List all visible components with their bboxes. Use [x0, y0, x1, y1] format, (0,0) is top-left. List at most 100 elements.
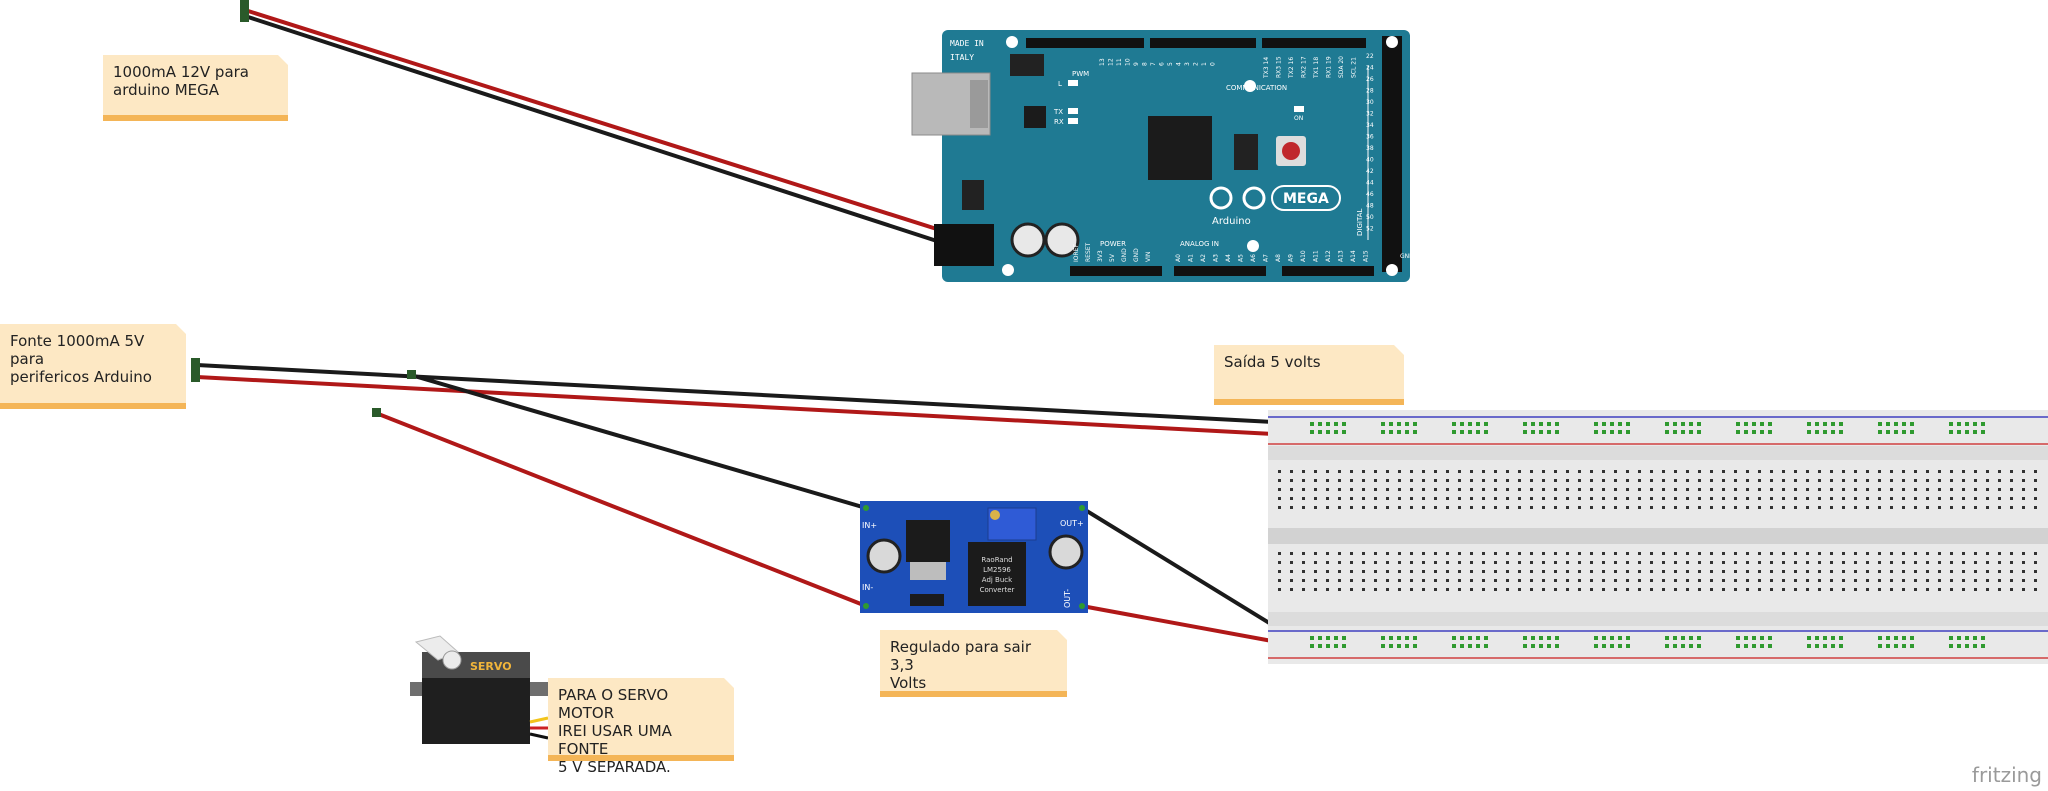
- terminal-hole: [1494, 570, 1497, 573]
- terminal-hole: [1314, 570, 1317, 573]
- terminal-hole: [1638, 506, 1641, 509]
- pin-label: A6: [1250, 254, 1257, 262]
- terminal-hole: [1614, 479, 1617, 482]
- terminal-hole: [1326, 561, 1329, 564]
- terminal-hole: [1290, 497, 1293, 500]
- pin-label: SCL 21: [1351, 57, 1358, 78]
- rail-hole: [1342, 636, 1346, 640]
- terminal-hole: [1962, 552, 1965, 555]
- terminal-hole: [1386, 497, 1389, 500]
- rail-hole: [1381, 430, 1385, 434]
- terminal-hole: [1542, 561, 1545, 564]
- rail-hole: [1381, 422, 1385, 426]
- rail-hole: [1539, 644, 1543, 648]
- terminal-hole: [1758, 506, 1761, 509]
- terminal-hole: [1806, 570, 1809, 573]
- rail-hole: [1760, 644, 1764, 648]
- rail-hole: [1752, 430, 1756, 434]
- pin-label: 13: [1099, 58, 1106, 66]
- terminal-hole: [1770, 561, 1773, 564]
- rail-hole: [1768, 644, 1772, 648]
- rail-hole: [1626, 422, 1630, 426]
- rail-hole: [1389, 636, 1393, 640]
- terminal-hole: [1950, 588, 1953, 591]
- terminal-hole: [1986, 561, 1989, 564]
- terminal-hole: [1734, 470, 1737, 473]
- pwm-header-2: [1150, 38, 1256, 48]
- note-peripheral-power: Fonte 1000mA 5V para perifericos Arduino: [0, 324, 186, 409]
- terminal-hole: [1410, 488, 1413, 491]
- terminal-hole: [1602, 488, 1605, 491]
- terminal-hole: [1590, 561, 1593, 564]
- terminal-hole: [1710, 506, 1713, 509]
- terminal-hole: [1746, 570, 1749, 573]
- rail-hole: [1523, 430, 1527, 434]
- terminal-hole: [1914, 588, 1917, 591]
- terminal-hole: [1314, 470, 1317, 473]
- rail-hole: [1752, 422, 1756, 426]
- pin-label: 4: [1176, 62, 1183, 66]
- terminal-hole: [1530, 479, 1533, 482]
- rail-hole: [1610, 636, 1614, 640]
- terminal-hole: [1338, 479, 1341, 482]
- terminal-hole: [1506, 552, 1509, 555]
- reset-button[interactable]: [1282, 142, 1300, 160]
- terminal-hole: [1650, 552, 1653, 555]
- regulator-pad-out-minus: [1079, 603, 1085, 609]
- terminal-hole: [1938, 506, 1941, 509]
- terminal-hole: [1338, 488, 1341, 491]
- terminal-hole: [1938, 570, 1941, 573]
- terminal-hole: [1878, 497, 1881, 500]
- terminal-hole: [1554, 561, 1557, 564]
- rail-hole: [1681, 644, 1685, 648]
- terminal-hole: [1962, 470, 1965, 473]
- terminal-hole: [1374, 579, 1377, 582]
- terminal-hole: [1758, 588, 1761, 591]
- pin-label: TX3 14: [1263, 57, 1270, 79]
- regulator-pad-in-minus: [863, 603, 869, 609]
- terminal-hole: [1854, 570, 1857, 573]
- fritzing-watermark: fritzing: [1971, 763, 2042, 787]
- terminal-hole: [1998, 488, 2001, 491]
- rail-hole: [1839, 422, 1843, 426]
- terminal-hole: [1278, 579, 1281, 582]
- rail-hole: [1957, 422, 1961, 426]
- rail-hole: [1397, 636, 1401, 640]
- terminal-hole: [1974, 506, 1977, 509]
- terminal-hole: [2010, 497, 2013, 500]
- terminal-hole: [1650, 588, 1653, 591]
- rail-hole: [1310, 636, 1314, 640]
- terminal-hole: [1794, 497, 1797, 500]
- terminal-hole: [1278, 488, 1281, 491]
- terminal-hole: [1902, 579, 1905, 582]
- voltage-regulator: [962, 180, 984, 210]
- terminal-hole: [1290, 506, 1293, 509]
- pin-label: A9: [1288, 254, 1295, 262]
- rail-hole: [1476, 644, 1480, 648]
- rail-hole: [1531, 644, 1535, 648]
- rail-hole: [1397, 644, 1401, 648]
- terminal-hole: [1434, 561, 1437, 564]
- terminal-hole: [1998, 497, 2001, 500]
- terminal-hole: [1674, 470, 1677, 473]
- terminal-hole: [1818, 588, 1821, 591]
- rail-hole: [1405, 430, 1409, 434]
- rail-hole: [1894, 422, 1898, 426]
- terminal-hole: [1470, 588, 1473, 591]
- terminal-hole: [2034, 497, 2037, 500]
- arduino-logo-right: [1242, 186, 1266, 210]
- terminal-hole: [1686, 588, 1689, 591]
- breadboard-terminal-holes: [1278, 470, 2037, 591]
- terminal-hole: [1530, 470, 1533, 473]
- wire-junction-black: [407, 370, 416, 379]
- terminal-hole: [1950, 479, 1953, 482]
- terminal-hole: [1446, 479, 1449, 482]
- terminal-hole: [1638, 570, 1641, 573]
- terminal-hole: [1446, 488, 1449, 491]
- terminal-hole: [1698, 497, 1701, 500]
- terminal-hole: [1878, 488, 1881, 491]
- rail-hole: [1555, 644, 1559, 648]
- terminal-hole: [1458, 570, 1461, 573]
- terminal-hole: [1986, 552, 1989, 555]
- terminal-hole: [1650, 561, 1653, 564]
